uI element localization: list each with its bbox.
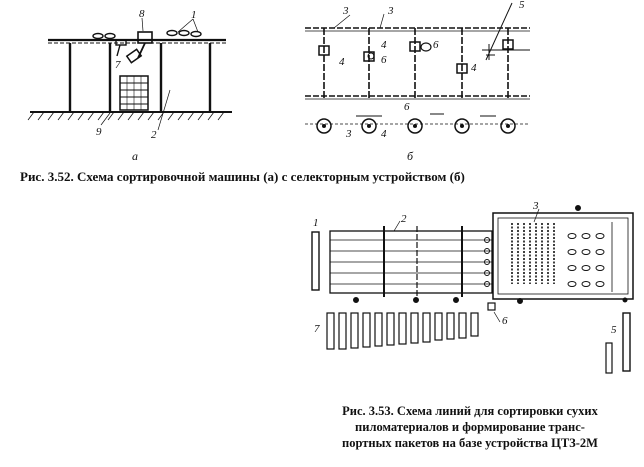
label-2-a: 2 xyxy=(151,129,157,141)
label-5-b: 5 xyxy=(519,0,525,11)
label-8-a: 8 xyxy=(139,8,145,20)
label-7-a: 7 xyxy=(115,59,121,71)
figure-3-53-caption: Рис. 3.53. Схема линий для сортировки су… xyxy=(300,403,640,451)
label-3-b-left: 3 xyxy=(342,5,349,17)
figure-3-53-caption-line-1: Рис. 3.53. Схема линий для сортировки су… xyxy=(342,404,598,418)
label-7-line: 7 xyxy=(314,323,320,335)
figure-3-53-caption-line-2: пиломатериалов и формирование транс- xyxy=(355,420,585,434)
label-1-line: 1 xyxy=(313,217,319,229)
sorting-line-diagram xyxy=(311,205,634,374)
label-4-b-bottom: 4 xyxy=(381,128,387,140)
label-6-b-bottom: 6 xyxy=(404,101,410,113)
figure-3-52-caption: Рис. 3.52. Схема сортировочной машины (а… xyxy=(20,169,465,184)
label-6-line: 6 xyxy=(502,315,508,327)
label-3-line: 3 xyxy=(532,200,539,212)
label-3-b-bottom: 3 xyxy=(345,128,352,140)
selector-device-diagram xyxy=(305,2,530,134)
label-2-line: 2 xyxy=(401,213,407,225)
label-1-a: 1 xyxy=(191,9,197,21)
label-6-b-mid: 6 xyxy=(381,54,387,66)
label-3-b-mid: 3 xyxy=(387,5,394,17)
sublabel-a: а xyxy=(132,149,138,163)
sublabel-b: б xyxy=(407,149,414,163)
sorting-machine-diagram xyxy=(27,17,232,131)
label-4-b-mid: 4 xyxy=(381,39,387,51)
label-5-line: 5 xyxy=(611,324,617,336)
figure-3-53-caption-line-3: портных пакетов на базе устройства ЦТЗ-2… xyxy=(342,436,598,450)
label-4-b-left: 4 xyxy=(339,56,345,68)
label-4-b-right: 4 xyxy=(471,62,477,74)
label-6-b-right: 6 xyxy=(433,39,439,51)
label-9-a: 9 xyxy=(96,126,102,138)
